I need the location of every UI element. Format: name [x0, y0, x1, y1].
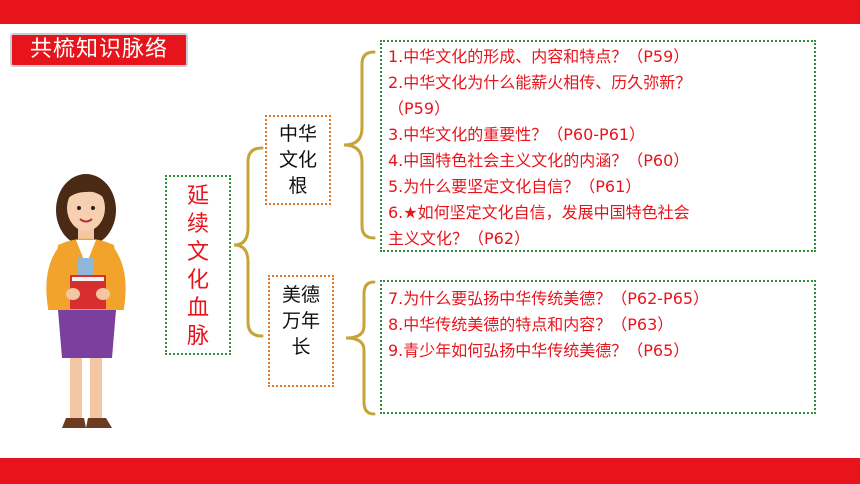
question-list-virtue: 7.为什么要弘扬中华传统美德？（P62-P65） 8.中华传统美德的特点和内容？… [380, 280, 816, 414]
question-list-culture: 1.中华文化的形成、内容和特点？（P59） 2.中华文化为什么能薪火相传、历久弥… [380, 40, 816, 252]
list-item: 4.中国特色社会主义文化的内涵？（P60） [388, 151, 690, 170]
top-banner [0, 0, 860, 24]
list-item: 1.中华文化的形成、内容和特点？（P59） [388, 47, 690, 66]
bottom-banner [0, 458, 860, 484]
branch-label: 中华 文化 根 [278, 123, 317, 197]
list-item: 7.为什么要弘扬中华传统美德？（P62-P65） [388, 289, 710, 308]
page-title: 共梳知识脉络 [10, 33, 188, 67]
branch-label: 美德 万年 长 [281, 284, 320, 358]
main-topic-text: 延 续 文 化 血 脉 [186, 184, 209, 349]
list-item: （P59） [388, 99, 451, 118]
list-item: 2.中华文化为什么能薪火相传、历久弥新？ [388, 73, 692, 92]
list-item: 9.青少年如何弘扬中华传统美德？（P65） [388, 341, 690, 360]
teacher-illustration [46, 174, 126, 428]
main-topic-box: 延 续 文 化 血 脉 [165, 175, 231, 355]
list-item: 5.为什么要坚定文化自信？（P61） [388, 177, 642, 196]
branch-chinese-culture-root: 中华 文化 根 [265, 115, 331, 205]
list-item: 主义文化？（P62） [388, 229, 531, 248]
list-item: 8.中华传统美德的特点和内容？（P63） [388, 315, 674, 334]
list-item: 6.★如何坚定文化自信，发展中国特色社会 [388, 203, 690, 222]
list-item: 3.中华文化的重要性？（P60-P61） [388, 125, 646, 144]
branch-virtue-eternal: 美德 万年 长 [268, 275, 334, 387]
